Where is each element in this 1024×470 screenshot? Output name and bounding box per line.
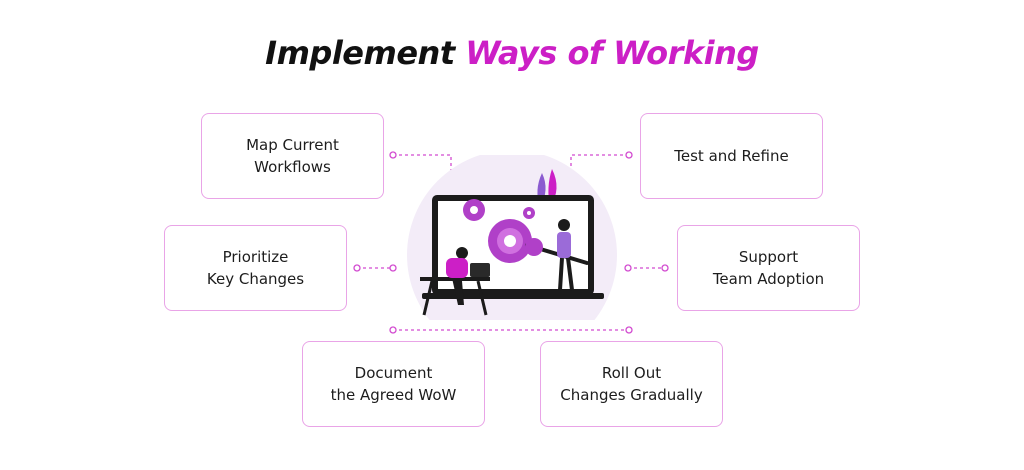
page-title: Implement Ways of Working <box>0 34 1024 72</box>
step-document-agreed-wow: Document the Agreed WoW <box>302 341 485 427</box>
person-icon <box>557 219 574 291</box>
step-label: Roll Out Changes Gradually <box>560 364 703 404</box>
gear-icon <box>463 199 485 221</box>
step-support-team-adoption: Support Team Adoption <box>677 225 860 311</box>
person-icon <box>446 247 468 305</box>
step-label: Prioritize Key Changes <box>206 248 305 288</box>
title-part-2: Ways of Working <box>465 34 759 72</box>
gear-icon <box>488 219 532 263</box>
title-part-1: Implement <box>265 34 455 72</box>
central-illustration <box>407 155 617 320</box>
gear-icon <box>523 207 535 219</box>
step-roll-out-gradually: Roll Out Changes Gradually <box>540 341 723 427</box>
step-label: Document the Agreed WoW <box>330 364 457 404</box>
step-map-current-workflows: Map Current Workflows <box>201 113 384 199</box>
step-prioritize-key-changes: Prioritize Key Changes <box>164 225 347 311</box>
step-label: Map Current Workflows <box>246 136 339 176</box>
step-test-and-refine: Test and Refine <box>640 113 823 199</box>
step-label: Test and Refine <box>674 147 789 165</box>
step-label: Support Team Adoption <box>712 248 825 288</box>
